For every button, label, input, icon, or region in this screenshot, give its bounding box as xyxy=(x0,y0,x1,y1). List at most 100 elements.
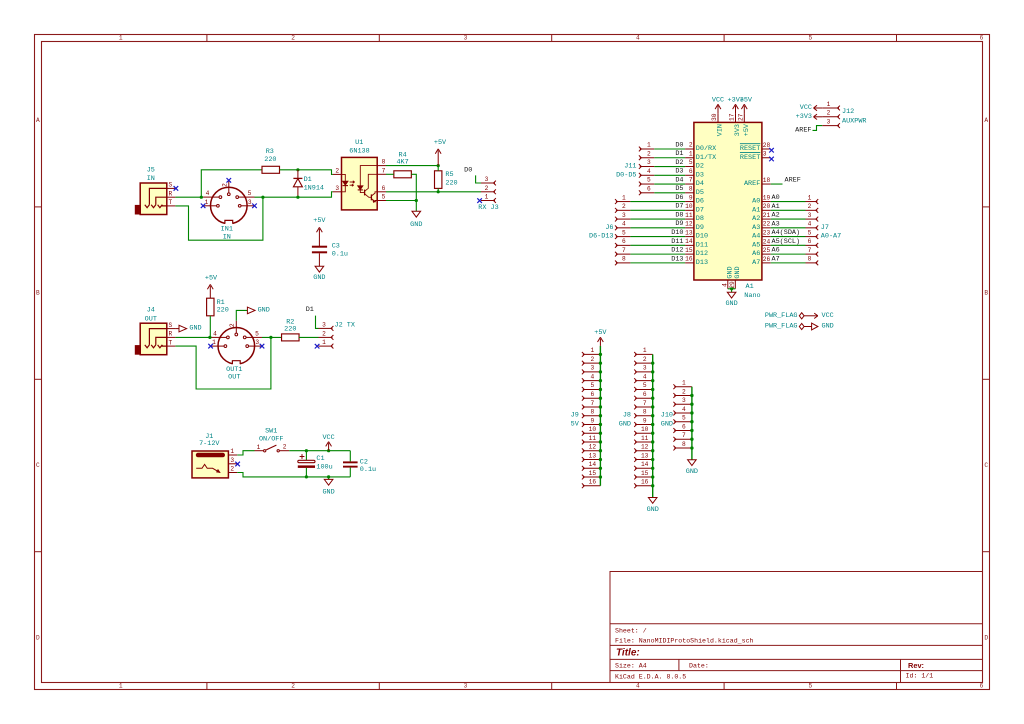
svg-text:8: 8 xyxy=(591,409,595,416)
svg-text:Title:: Title: xyxy=(616,648,640,659)
svg-text:10: 10 xyxy=(589,426,597,433)
svg-text:13: 13 xyxy=(641,452,649,459)
svg-text:GND: GND xyxy=(619,420,631,428)
svg-text:VCC: VCC xyxy=(800,104,812,112)
svg-text:T: T xyxy=(169,339,173,346)
svg-text:D: D xyxy=(36,634,40,641)
svg-text:KiCad E.D.A. 8.0.5: KiCad E.D.A. 8.0.5 xyxy=(615,673,686,680)
svg-text:1: 1 xyxy=(322,339,326,346)
svg-text:GND: GND xyxy=(734,266,742,278)
svg-text:3: 3 xyxy=(808,212,812,219)
svg-text:A0-A7: A0-A7 xyxy=(821,233,841,241)
svg-text:1: 1 xyxy=(647,142,651,149)
svg-text:5: 5 xyxy=(382,194,386,201)
svg-text:4: 4 xyxy=(647,168,651,175)
svg-text:5: 5 xyxy=(682,415,686,422)
svg-text:J1: J1 xyxy=(205,433,213,441)
svg-text:A4: A4 xyxy=(752,233,760,241)
svg-text:16: 16 xyxy=(589,479,597,486)
svg-text:220: 220 xyxy=(264,156,276,164)
svg-text:10: 10 xyxy=(641,426,649,433)
svg-text:File: NanoMIDIProtoShield.kica: File: NanoMIDIProtoShield.kicad_sch xyxy=(615,637,754,644)
svg-text:4: 4 xyxy=(213,331,217,338)
svg-text:8: 8 xyxy=(682,441,686,448)
svg-text:GND: GND xyxy=(686,468,698,476)
svg-text:IN: IN xyxy=(223,233,231,241)
svg-text:8: 8 xyxy=(382,159,386,166)
svg-text:5: 5 xyxy=(647,177,651,184)
svg-text:A4(SDA): A4(SDA) xyxy=(772,229,801,237)
svg-text:D10: D10 xyxy=(696,233,708,241)
svg-text:A: A xyxy=(36,117,40,124)
svg-text:J6: J6 xyxy=(605,224,613,232)
svg-text:5: 5 xyxy=(808,683,812,690)
svg-text:3: 3 xyxy=(643,365,647,372)
svg-text:2: 2 xyxy=(643,356,647,363)
svg-text:4: 4 xyxy=(591,373,595,380)
svg-text:R2: R2 xyxy=(286,319,294,327)
svg-text:12: 12 xyxy=(641,444,649,451)
svg-text:D0-D5: D0-D5 xyxy=(616,171,636,179)
svg-text:D12: D12 xyxy=(696,250,708,258)
svg-text:6: 6 xyxy=(643,391,647,398)
svg-text:IN1: IN1 xyxy=(221,226,233,234)
svg-text:6N138: 6N138 xyxy=(349,147,369,155)
svg-text:A0: A0 xyxy=(752,198,760,206)
svg-text:T: T xyxy=(169,199,173,206)
svg-text:13: 13 xyxy=(589,452,597,459)
svg-text:15: 15 xyxy=(685,247,693,254)
svg-text:3: 3 xyxy=(464,683,468,690)
svg-text:2: 2 xyxy=(291,35,295,42)
svg-text:22: 22 xyxy=(763,221,771,228)
svg-text:D8: D8 xyxy=(696,215,704,223)
svg-text:16: 16 xyxy=(685,256,693,263)
svg-text:S: S xyxy=(169,322,173,329)
svg-text:C: C xyxy=(984,462,988,469)
svg-text:13: 13 xyxy=(685,229,693,236)
svg-text:D0: D0 xyxy=(675,141,683,149)
svg-text:U1: U1 xyxy=(355,139,363,147)
svg-text:D2: D2 xyxy=(696,163,704,171)
svg-text:19: 19 xyxy=(763,194,771,201)
svg-text:D11: D11 xyxy=(671,238,683,246)
svg-text:1: 1 xyxy=(591,347,595,354)
svg-text:20: 20 xyxy=(763,203,771,210)
svg-text:7-12V: 7-12V xyxy=(199,440,220,448)
svg-text:3: 3 xyxy=(248,199,252,206)
svg-text:1: 1 xyxy=(212,339,216,346)
svg-text:1: 1 xyxy=(622,194,626,201)
svg-text:5: 5 xyxy=(689,159,693,166)
svg-text:A3: A3 xyxy=(752,224,760,232)
svg-text:A2: A2 xyxy=(772,212,780,220)
svg-text:D1: D1 xyxy=(306,306,314,314)
svg-text:5: 5 xyxy=(255,331,259,338)
svg-text:AUXPWR: AUXPWR xyxy=(842,117,866,125)
svg-text:D: D xyxy=(984,634,988,641)
svg-text:RESET: RESET xyxy=(740,145,760,153)
svg-text:D1/TX: D1/TX xyxy=(696,154,716,162)
svg-text:D3: D3 xyxy=(675,168,683,176)
svg-text:3: 3 xyxy=(647,159,651,166)
svg-text:RESET: RESET xyxy=(740,154,760,162)
svg-text:A0: A0 xyxy=(772,194,780,202)
svg-text:D7: D7 xyxy=(675,203,683,211)
svg-text:VCC: VCC xyxy=(822,312,834,320)
svg-text:A7: A7 xyxy=(752,259,760,267)
svg-text:J9: J9 xyxy=(571,412,579,420)
svg-text:C2: C2 xyxy=(360,458,368,466)
svg-text:18: 18 xyxy=(763,177,771,184)
svg-text:A1: A1 xyxy=(746,283,754,291)
svg-text:4: 4 xyxy=(636,683,640,690)
svg-text:J2 TX: J2 TX xyxy=(335,322,355,330)
svg-text:AREF: AREF xyxy=(744,180,760,188)
svg-text:0.1u: 0.1u xyxy=(360,466,376,474)
svg-text:2: 2 xyxy=(283,444,287,451)
svg-text:23: 23 xyxy=(763,230,771,237)
svg-text:A1: A1 xyxy=(772,203,780,211)
svg-text:2: 2 xyxy=(682,388,686,395)
svg-text:3: 3 xyxy=(230,457,234,464)
svg-text:A1: A1 xyxy=(752,206,760,214)
svg-text:OUT: OUT xyxy=(145,315,157,323)
svg-text:6: 6 xyxy=(647,186,651,193)
svg-text:9: 9 xyxy=(643,417,647,424)
